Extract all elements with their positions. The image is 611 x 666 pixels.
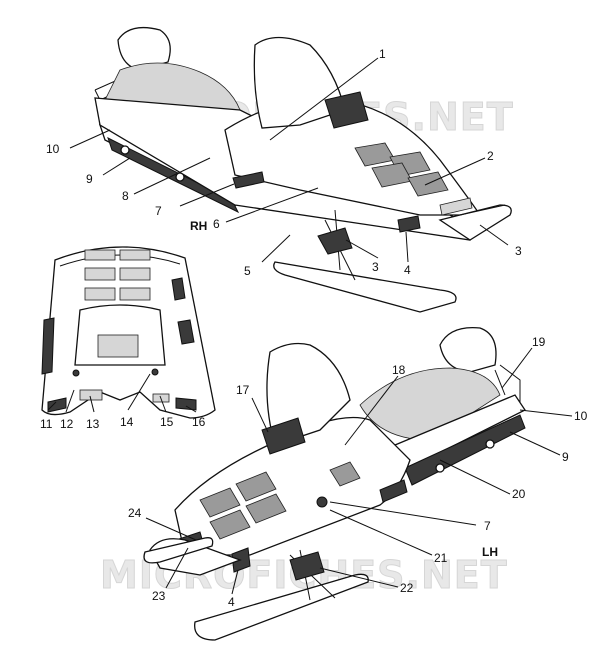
snowmobile-lh-view bbox=[143, 326, 526, 641]
callout-16: 16 bbox=[192, 415, 206, 429]
callout-11: 11 bbox=[40, 417, 53, 431]
callout-4-lower: 4 bbox=[228, 595, 235, 609]
callout-14: 14 bbox=[120, 415, 134, 429]
callout-15: 15 bbox=[160, 415, 174, 429]
hood-top-view bbox=[41, 246, 216, 419]
leader-lines-hood bbox=[47, 373, 197, 413]
callout-24: 24 bbox=[128, 506, 142, 520]
hood-vents-lh bbox=[199, 461, 361, 540]
callout-4-upper: 4 bbox=[404, 263, 411, 277]
callout-6: 6 bbox=[213, 217, 220, 231]
callout-23: 23 bbox=[152, 589, 166, 603]
callout-22: 22 bbox=[400, 581, 414, 595]
hood-top-vents bbox=[84, 249, 151, 301]
view-label-lh: LH bbox=[482, 545, 498, 559]
callout-10-upper: 10 bbox=[46, 142, 60, 156]
view-label-rh: RH bbox=[190, 219, 207, 233]
callout-7-upper: 7 bbox=[155, 204, 162, 218]
callout-numbers: 1 2 3 3 4 5 6 7 8 9 10 11 12 13 14 15 16… bbox=[40, 47, 588, 609]
callout-20: 20 bbox=[512, 487, 526, 501]
callout-3-right: 3 bbox=[515, 244, 522, 258]
callout-9-lower: 9 bbox=[562, 450, 569, 464]
callout-13: 13 bbox=[86, 417, 100, 431]
callout-21: 21 bbox=[434, 551, 448, 565]
callout-19: 19 bbox=[532, 335, 546, 349]
callout-17: 17 bbox=[236, 383, 250, 397]
leader-lines-lower bbox=[145, 347, 573, 595]
callout-10-lower: 10 bbox=[574, 409, 588, 423]
callout-18: 18 bbox=[392, 363, 406, 377]
callout-5: 5 bbox=[244, 264, 251, 278]
callout-9-upper: 9 bbox=[86, 172, 93, 186]
leader-lines-upper bbox=[69, 57, 509, 263]
callout-7-lower: 7 bbox=[484, 519, 491, 533]
callout-8: 8 bbox=[122, 189, 129, 203]
snowmobile-rh-view bbox=[94, 26, 512, 313]
callout-12: 12 bbox=[60, 417, 74, 431]
callout-3-left: 3 bbox=[372, 260, 379, 274]
callout-2: 2 bbox=[487, 149, 494, 163]
callout-1: 1 bbox=[379, 47, 386, 61]
